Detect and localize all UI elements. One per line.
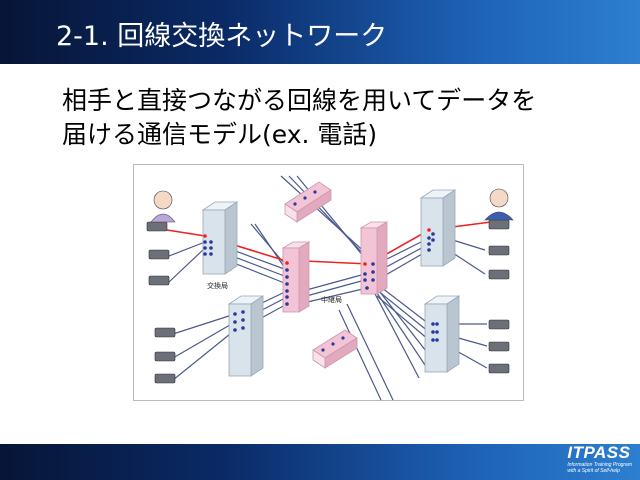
- local-exchange-label: 交換局: [207, 281, 228, 290]
- slide-title: 2-1. 回線交換ネットワーク: [56, 21, 388, 52]
- footer-bar: ITPASS Information Training Program with…: [0, 444, 640, 480]
- connection-dots: [203, 190, 439, 352]
- caller-right-icon: [484, 188, 514, 221]
- brand-tagline-2: with a Spirit of Self-help: [567, 468, 620, 474]
- phone-wires: [168, 233, 488, 381]
- telephone-icons: [146, 219, 510, 384]
- relay-exchange-label: 中継局: [321, 295, 342, 304]
- local-exchange-right: [419, 189, 457, 267]
- local-exchange-bottom-left: [227, 295, 265, 377]
- header-bar: 2-1. 回線交換ネットワーク: [0, 0, 640, 64]
- local-exchange-left: [201, 201, 239, 275]
- brand-logo: ITPASS Information Training Program with…: [567, 443, 632, 475]
- body-line-2: 届ける通信モデル(ex. 電話): [62, 120, 378, 149]
- circuit-switching-diagram: 交換局 中継局: [133, 164, 524, 401]
- relay-exchange-right: [359, 221, 389, 295]
- body-line-1: 相手と直接つながる回線を用いてデータを: [62, 86, 537, 115]
- brand-name: ITPASS: [567, 443, 631, 462]
- local-exchange-bottom-right: [423, 295, 461, 373]
- body-text: 相手と直接つながる回線を用いてデータを 届ける通信モデル(ex. 電話): [62, 84, 622, 152]
- brand-tagline-1: Information Training Program: [567, 462, 632, 468]
- caller-left-icon: [150, 190, 176, 223]
